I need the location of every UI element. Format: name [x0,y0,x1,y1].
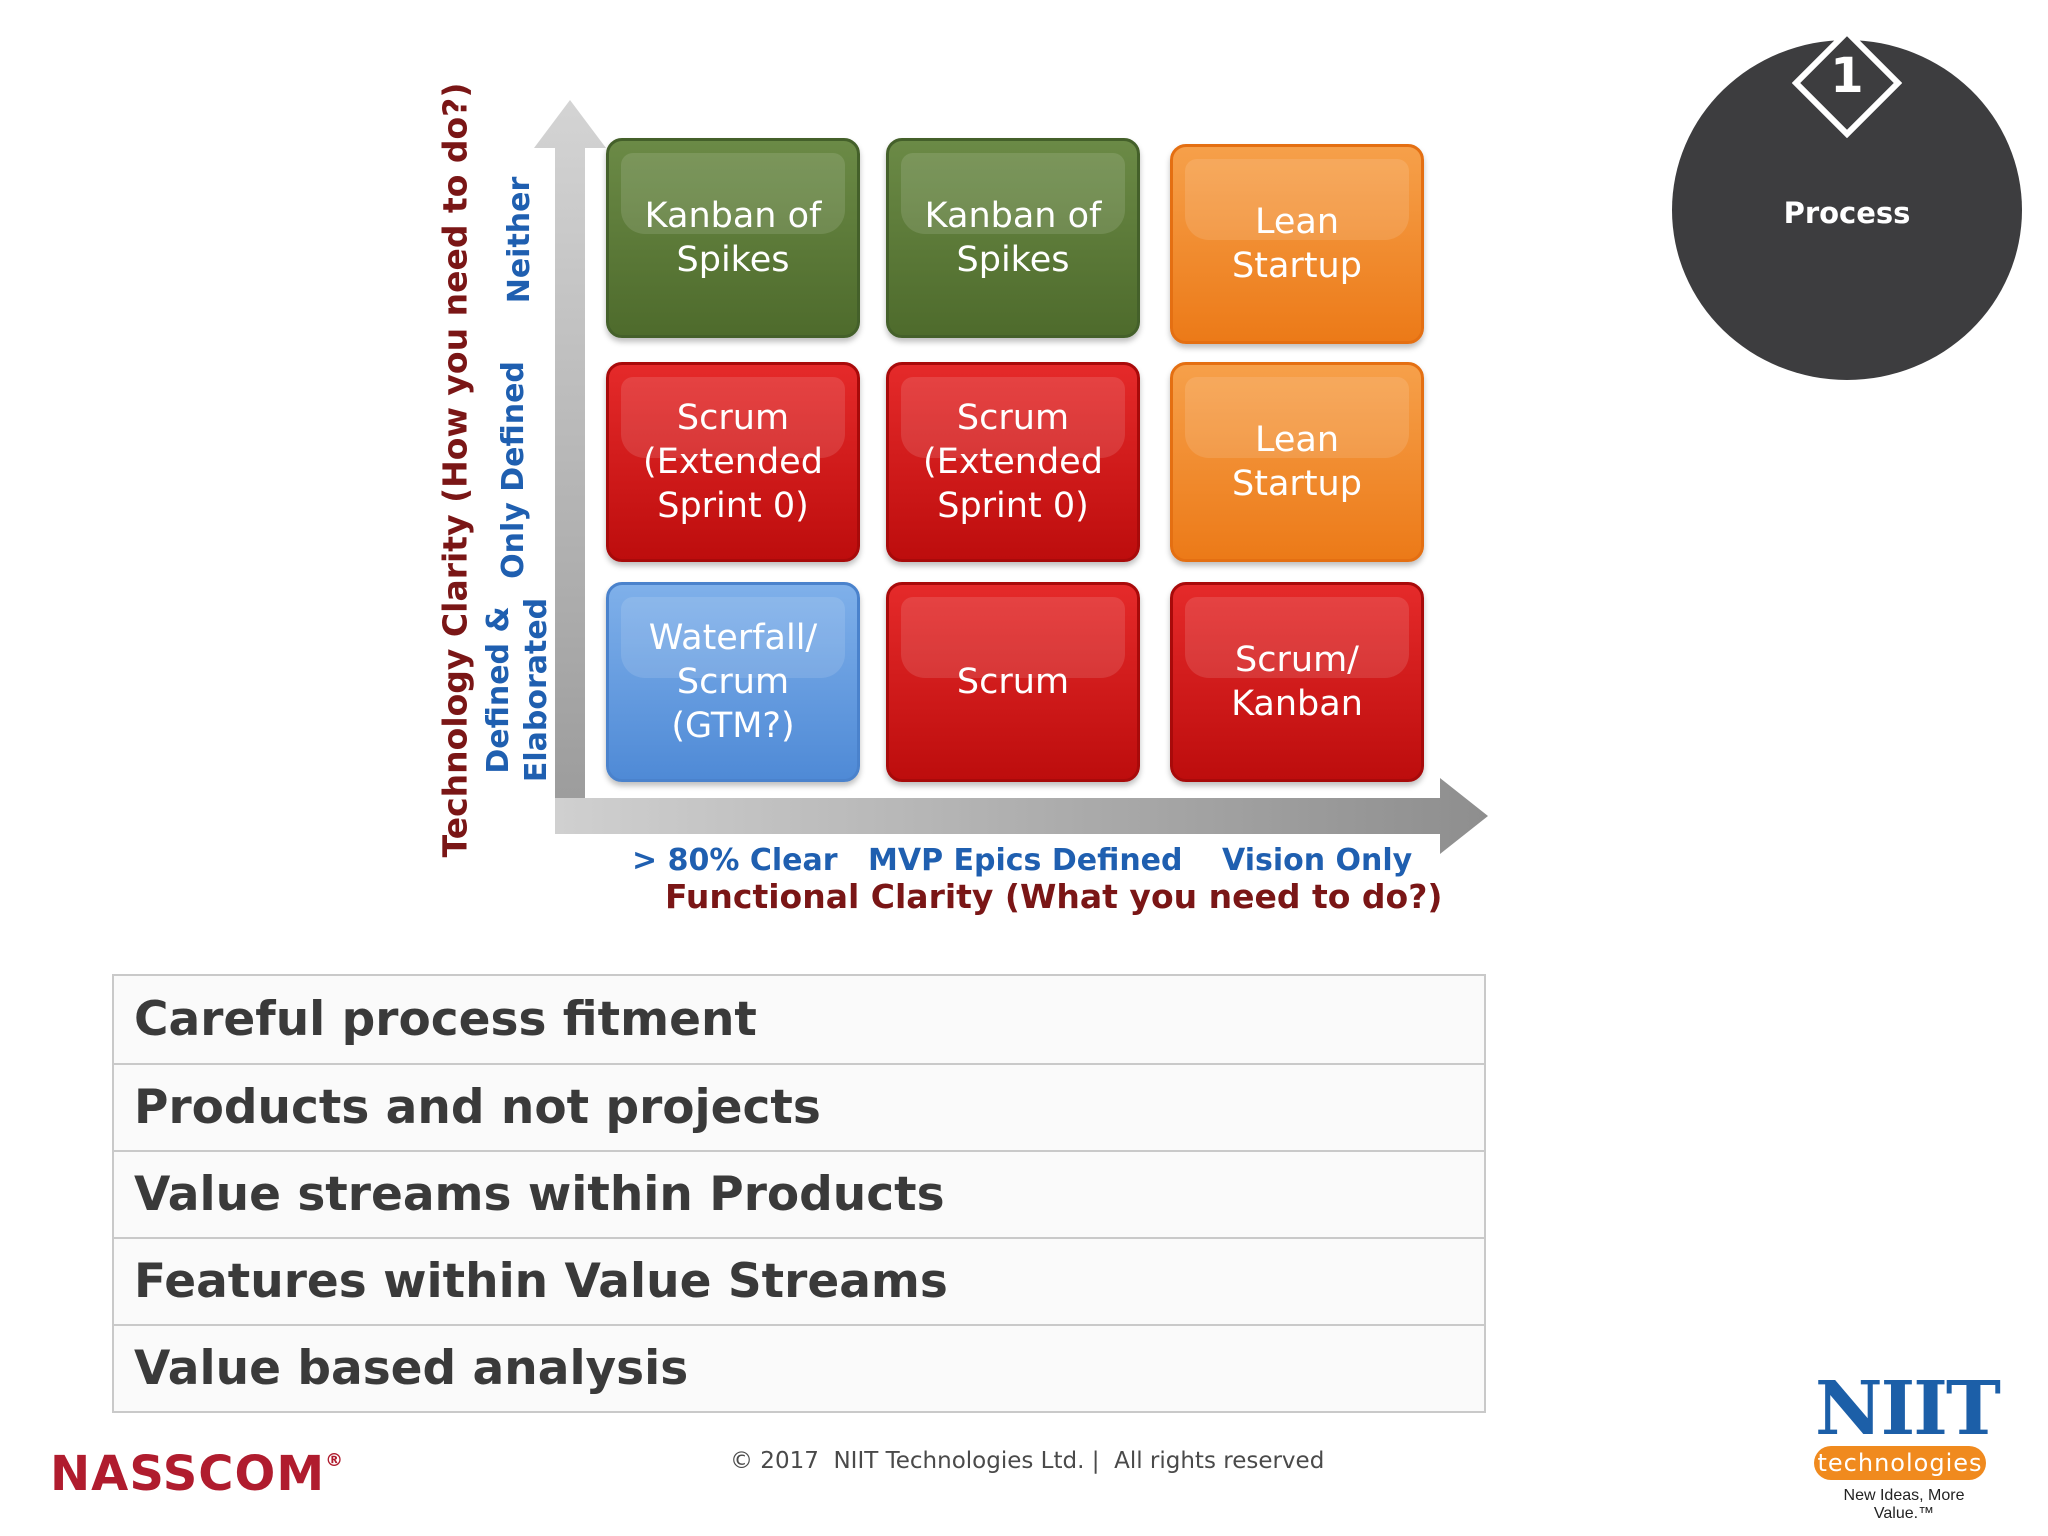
matrix-cell: Kanban of Spikes [606,138,860,338]
matrix-cell: Scrum (Extended Sprint 0) [606,362,860,562]
cell-label: Lean Startup [1232,420,1362,504]
diamond-icon [1792,28,1902,138]
cell-label: Scrum (Extended Sprint 0) [923,398,1103,526]
matrix-cell: Scrum (Extended Sprint 0) [886,362,1140,562]
cell-label: Scrum/ Kanban [1231,640,1363,724]
badge-number: 1 [1830,48,1864,104]
niit-logo-pill: technologies [1814,1446,1986,1480]
list-item: Value streams within Products [114,1150,1484,1237]
list-item: Features within Value Streams [114,1237,1484,1324]
cell-label: Waterfall/ Scrum (GTM?) [648,618,818,746]
row-label-only-defined: Only Defined [496,361,531,579]
copyright-text: © 2017 NIIT Technologies Ltd. | All righ… [730,1448,1325,1474]
x-axis-title: Functional Clarity (What you need to do?… [665,877,1443,916]
cell-label: Lean Startup [1232,202,1362,286]
matrix-cell: Scrum/ Kanban [1170,582,1424,782]
x-axis-arrow [555,778,1488,854]
nasscom-logo: NASSCOM® [50,1446,344,1502]
matrix-cell: Scrum [886,582,1140,782]
cell-label: Scrum (Extended Sprint 0) [643,398,823,526]
registered-mark: ® [325,1450,345,1471]
col-label-80-clear: > 80% Clear [632,843,838,878]
list-item: Value based analysis [114,1324,1484,1411]
col-label-mvp-epics: MVP Epics Defined [868,843,1183,878]
cell-label: Scrum [956,662,1070,702]
matrix-cell: Kanban of Spikes [886,138,1140,338]
niit-tagline: New Ideas, More Value.™ [1843,1487,1965,1522]
cell-label: Kanban of Spikes [924,196,1102,280]
nasscom-word: NASSCOM [50,1446,326,1502]
niit-logo-word: NIIT [1815,1366,2001,1452]
matrix-cell: Lean Startup [1170,362,1424,562]
list-item: Products and not projects [114,1063,1484,1150]
key-points-list: Careful process fitment Products and not… [112,974,1486,1413]
row-label-defined-elaborated: Defined & Elaborated [481,597,554,783]
matrix-cell: Lean Startup [1170,144,1424,344]
cell-label: Kanban of Spikes [644,196,822,280]
matrix-cell: Waterfall/ Scrum (GTM?) [606,582,860,782]
y-axis-arrow [534,100,606,832]
list-item: Careful process fitment [134,992,757,1047]
y-axis-title: Technology Clarity (How you need to do?) [435,82,475,858]
badge-title: Process [1783,196,1911,230]
row-label-neither: Neither [502,176,537,304]
col-label-vision-only: Vision Only [1222,843,1413,878]
